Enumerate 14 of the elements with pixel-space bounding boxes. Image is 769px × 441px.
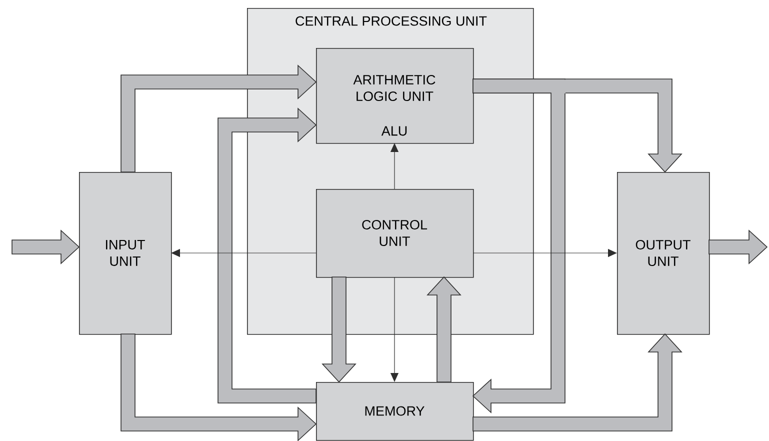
block-arrow bbox=[472, 333, 682, 432]
block-arrow bbox=[12, 230, 80, 264]
block-arrow bbox=[120, 334, 317, 441]
block-arrow bbox=[218, 108, 317, 404]
block-arrow bbox=[120, 64, 317, 172]
block-arrow bbox=[426, 276, 462, 382]
process-box: INPUT UNIT bbox=[79, 172, 172, 335]
process-box: ARITHMETIC LOGIC UNIT ALU bbox=[316, 48, 474, 144]
process-box: CONTROL UNIT bbox=[316, 189, 474, 278]
process-box: MEMORY bbox=[316, 382, 474, 441]
block-arrow bbox=[322, 276, 356, 383]
process-box: OUTPUT UNIT bbox=[617, 172, 710, 335]
block-arrow bbox=[472, 78, 566, 414]
block-arrow bbox=[708, 230, 768, 264]
